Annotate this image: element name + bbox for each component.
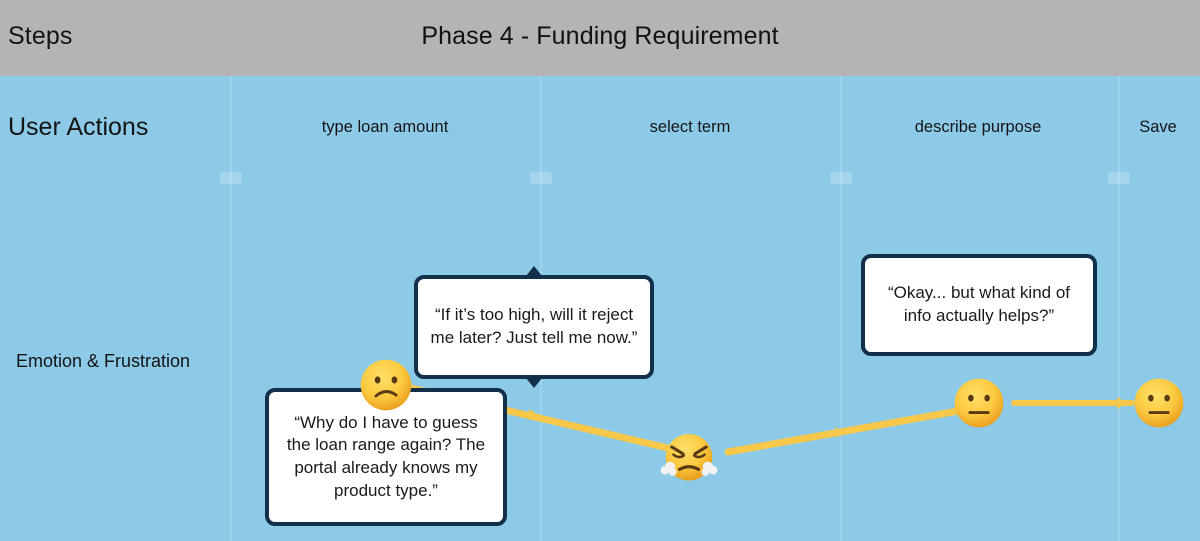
user-action-select-term[interactable]: select term	[649, 118, 731, 136]
column-separator	[840, 76, 842, 541]
face-with-steam-from-nose-icon[interactable]	[658, 428, 720, 490]
bubble-tail-down-icon	[526, 378, 542, 388]
column-separator	[230, 76, 232, 541]
column-tick	[830, 172, 852, 184]
speech-bubble-text: “If it’s too high, will it reject me lat…	[430, 305, 638, 347]
row-label-user-actions: User Actions	[8, 113, 149, 141]
bubble-tail-up-icon	[526, 266, 542, 276]
steps-label: Steps	[8, 22, 73, 50]
speech-bubble-info-helps[interactable]: “Okay... but what kind of info actually …	[861, 254, 1097, 356]
user-action-type-loan-amount[interactable]: type loan amount	[321, 118, 449, 136]
column-tick	[530, 172, 552, 184]
user-action-save[interactable]: Save	[1139, 118, 1177, 136]
speech-bubble-loan-range[interactable]: “Why do I have to guess the loan range a…	[265, 388, 507, 526]
speech-bubble-text: “Okay... but what kind of info actually …	[887, 283, 1071, 325]
user-action-describe-purpose[interactable]: describe purpose	[914, 118, 1042, 136]
column-separator	[1118, 76, 1120, 541]
confused-face-icon[interactable]	[359, 358, 413, 412]
speech-bubble-text: “Why do I have to guess the loan range a…	[286, 412, 486, 500]
neutral-face-icon-1[interactable]	[953, 377, 1005, 429]
page-title: Phase 4 - Funding Requirement	[421, 22, 779, 50]
header-band	[0, 0, 1200, 76]
column-tick	[220, 172, 242, 184]
neutral-face-icon-2[interactable]	[1133, 377, 1185, 429]
speech-bubble-loan-reject[interactable]: “If it’s too high, will it reject me lat…	[414, 266, 654, 388]
column-tick	[1108, 172, 1130, 184]
row-label-emotion: Emotion & Frustration	[16, 351, 191, 371]
